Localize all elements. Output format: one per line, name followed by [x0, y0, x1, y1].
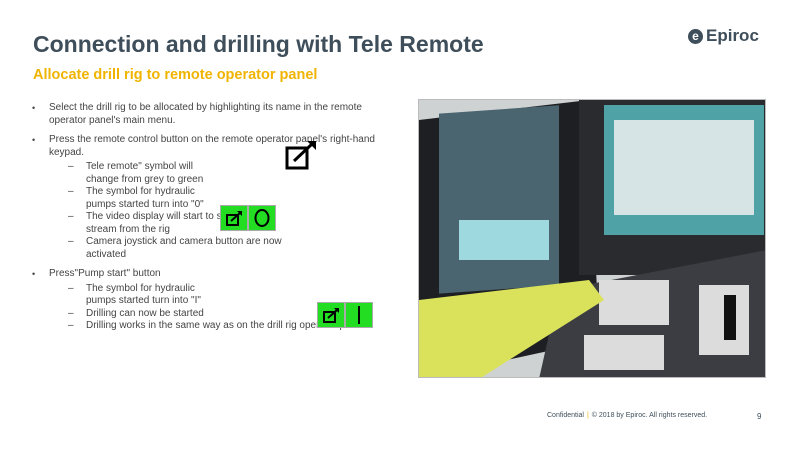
- sub-item: Drilling works in the same way as on the…: [49, 320, 409, 333]
- tele-remote-icon: [285, 141, 316, 170]
- page-subtitle: Allocate drill rig to remote operator pa…: [33, 67, 318, 83]
- footer: Confidential|© 2018 by Epiroc. All right…: [547, 412, 708, 419]
- bullet-list: Select the drill rig to be allocated by …: [30, 102, 380, 340]
- operator-panel-photo: [418, 99, 766, 378]
- sub-item: Tele remote" symbol will change from gre…: [49, 161, 219, 186]
- page-title: Connection and drilling with Tele Remote: [33, 31, 484, 57]
- bar-one-icon: [346, 303, 372, 327]
- status-symbols-pump-on: [317, 302, 373, 328]
- sub-item: Camera joystick and camera button are no…: [49, 236, 299, 261]
- page-number: 9: [757, 412, 762, 421]
- circle-zero-icon: [249, 206, 275, 230]
- logo-mark-icon: e: [688, 28, 703, 44]
- tele-remote-icon: [221, 206, 247, 230]
- photo-illustration: [419, 100, 765, 377]
- bullet-item: Select the drill rig to be allocated by …: [30, 102, 380, 127]
- sub-item: The symbol for hydraulic pumps started t…: [49, 283, 219, 308]
- sub-item: The symbol for hydraulic pumps started t…: [49, 186, 219, 211]
- tele-remote-icon: [318, 303, 344, 327]
- bullet-item: Press"Pump start" button The symbol for …: [30, 268, 380, 333]
- sub-item: The video display will start to show a v…: [49, 211, 299, 236]
- sub-item: Drilling can now be started: [49, 308, 380, 321]
- bullet-item: Press the remote control button on the r…: [30, 134, 380, 261]
- status-symbols-pump-off: [220, 205, 276, 231]
